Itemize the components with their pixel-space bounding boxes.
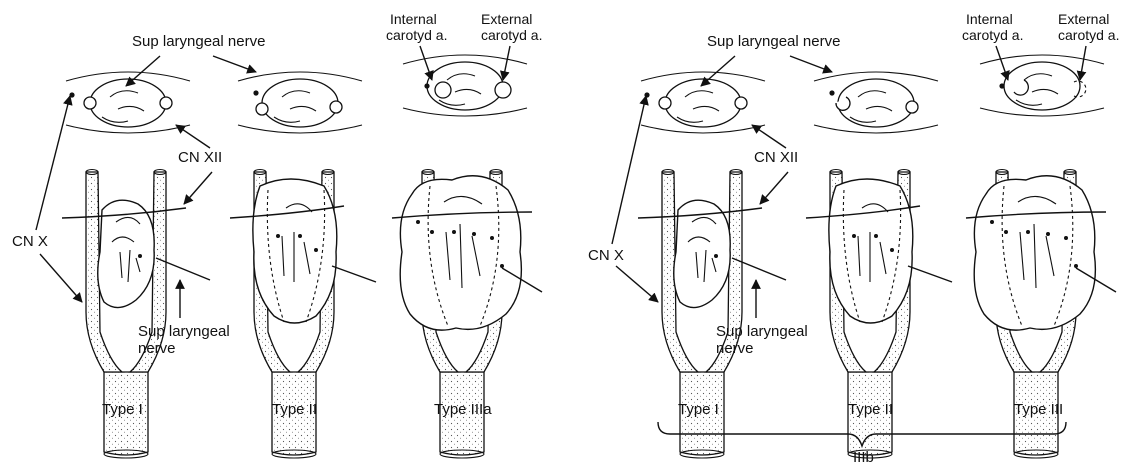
- right-external-carotid-label-2: carotyd a.: [1058, 27, 1119, 43]
- left-external-carotid-label-2: carotyd a.: [481, 27, 542, 43]
- right-cross-section-type-2: [814, 72, 938, 133]
- right-sup-laryngeal-bottom-label-2: nerve: [716, 340, 754, 357]
- right-cn-xii-label: CN XII: [754, 149, 798, 166]
- right-cn-x-label: CN X: [588, 247, 624, 264]
- right-sup-laryngeal-top-label: Sup laryngeal nerve: [707, 33, 840, 50]
- right-external-carotid-label-1: External: [1058, 11, 1109, 27]
- left-sup-laryngeal-top-label: Sup laryngeal nerve: [132, 33, 265, 50]
- right-internal-carotid-label-1: Internal: [966, 11, 1013, 27]
- left-type-label-2: Type II: [272, 401, 317, 418]
- left-sup-laryngeal-bottom-label-1: Sup laryngeal: [138, 323, 230, 340]
- left-panel: Sup laryngeal nerve Internal carotyd a. …: [12, 11, 542, 458]
- left-cross-section-type-3a: [403, 55, 527, 116]
- right-panel: Sup laryngeal nerve Internal carotyd a. …: [588, 11, 1119, 466]
- left-cross-section-type-1: [66, 72, 190, 133]
- left-cn-xii-label: CN XII: [178, 149, 222, 166]
- left-external-carotid-label-1: External: [481, 11, 532, 27]
- right-type-label-2: Type II: [848, 401, 893, 418]
- left-internal-carotid-label-1: Internal: [390, 11, 437, 27]
- right-internal-carotid-label-2: carotyd a.: [962, 27, 1023, 43]
- left-cross-section-type-2: [238, 72, 362, 133]
- left-type-label-3a: Type IIIa: [434, 401, 492, 418]
- right-cross-section-type-3: [980, 55, 1104, 116]
- left-type-label-1: Type I: [102, 401, 143, 418]
- left-internal-carotid-label-2: carotyd a.: [386, 27, 447, 43]
- right-sup-laryngeal-bottom-label-1: Sup laryngeal: [716, 323, 808, 340]
- left-cn-x-label: CN X: [12, 233, 48, 250]
- left-sup-laryngeal-bottom-label-2: nerve: [138, 340, 176, 357]
- group-label-iiib: IIIb: [853, 449, 874, 466]
- right-type-label-1: Type I: [678, 401, 719, 418]
- right-cross-section-type-1: [641, 72, 765, 133]
- right-type-label-3: Type III: [1014, 401, 1063, 418]
